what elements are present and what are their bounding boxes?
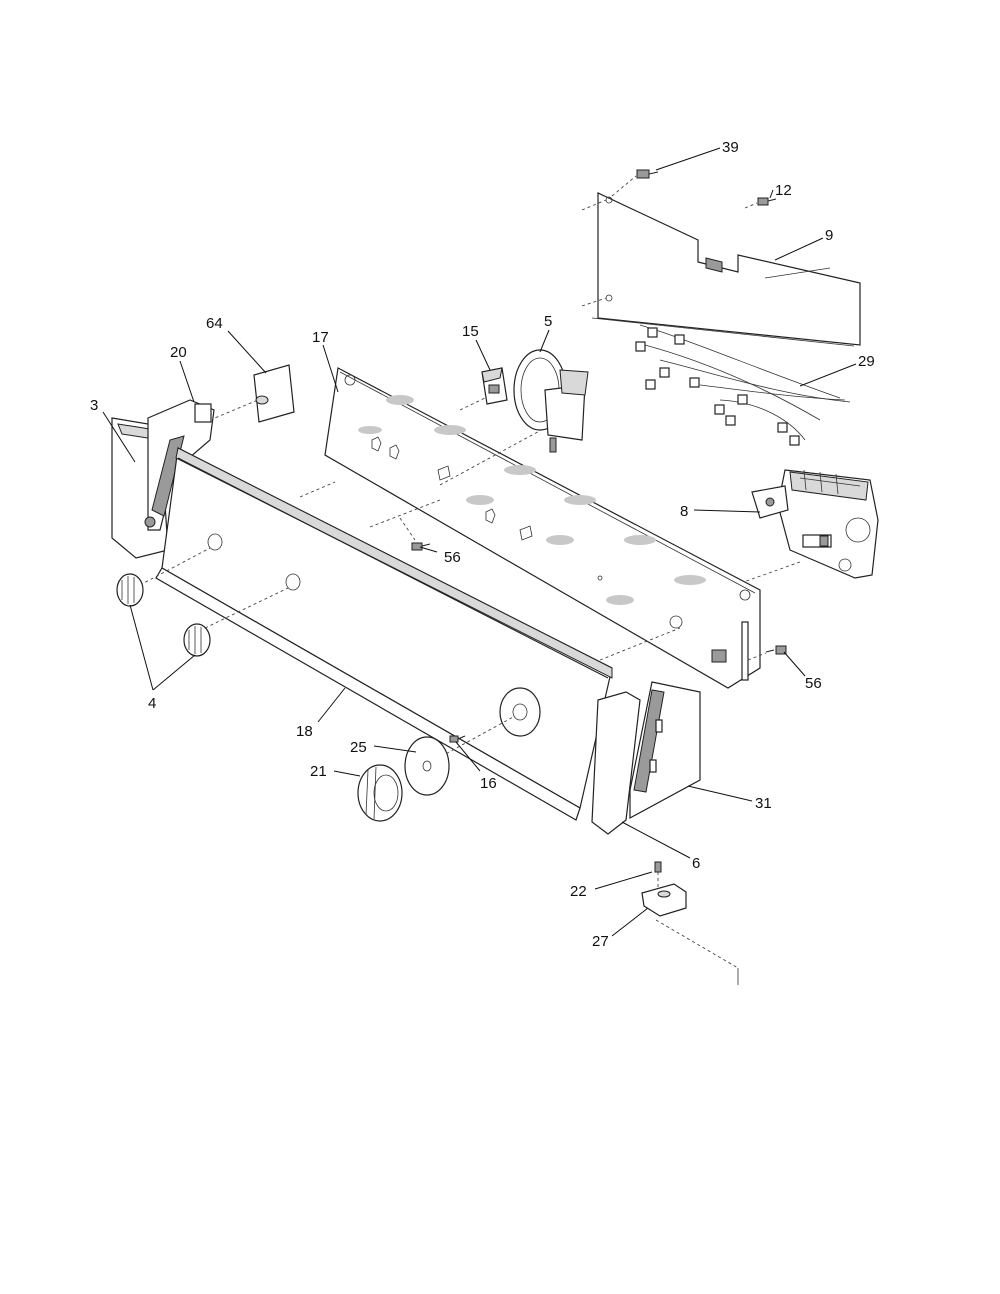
bracket-27	[641, 883, 739, 985]
switch-15	[459, 367, 508, 411]
callout-39: 39	[722, 139, 739, 156]
callout-64: 64	[206, 315, 223, 332]
callout-4: 4	[148, 695, 156, 712]
screw-16	[449, 735, 466, 743]
selector-switch-5	[439, 349, 589, 486]
callout-21: 21	[310, 763, 327, 780]
leader-lines	[102, 147, 857, 937]
callout-56-center: 56	[444, 549, 461, 566]
timer-assembly	[734, 469, 879, 586]
knob-21	[357, 764, 403, 822]
callout-8: 8	[680, 503, 688, 520]
screw-56-right	[747, 645, 787, 661]
callout-6: 6	[692, 855, 700, 872]
callout-25: 25	[350, 739, 367, 756]
callout-3: 3	[90, 397, 98, 414]
screw-12	[744, 197, 777, 209]
callout-12: 12	[775, 182, 792, 199]
knob-4-lower	[183, 623, 211, 657]
callout-labels: 39 12 9 29 5 15 17 64 20 3 8 56 56 4 18 …	[90, 139, 875, 950]
callout-29: 29	[858, 353, 875, 370]
knob-4-upper	[116, 573, 144, 607]
callout-9: 9	[825, 227, 833, 244]
callout-27: 27	[592, 933, 609, 950]
callout-56-right: 56	[805, 675, 822, 692]
right-bracket	[629, 681, 701, 820]
callout-31: 31	[755, 795, 772, 812]
wire-harness	[635, 324, 851, 446]
screw-22	[654, 861, 662, 888]
screw-39	[611, 169, 659, 197]
callout-17: 17	[312, 329, 329, 346]
right-end-cap	[591, 691, 641, 835]
callout-16: 16	[480, 775, 497, 792]
screw-56-center	[399, 517, 431, 551]
callout-20: 20	[170, 344, 187, 361]
plate-64	[209, 364, 295, 423]
callout-5: 5	[544, 313, 552, 330]
rear-cover-panel	[581, 192, 861, 347]
panel-texture	[358, 395, 706, 605]
callout-22: 22	[570, 883, 587, 900]
callout-15: 15	[462, 323, 479, 340]
front-console-panel	[139, 447, 613, 821]
dial-skirt-25	[404, 736, 450, 796]
control-panel-backplate	[299, 367, 761, 689]
callout-18: 18	[296, 723, 313, 740]
